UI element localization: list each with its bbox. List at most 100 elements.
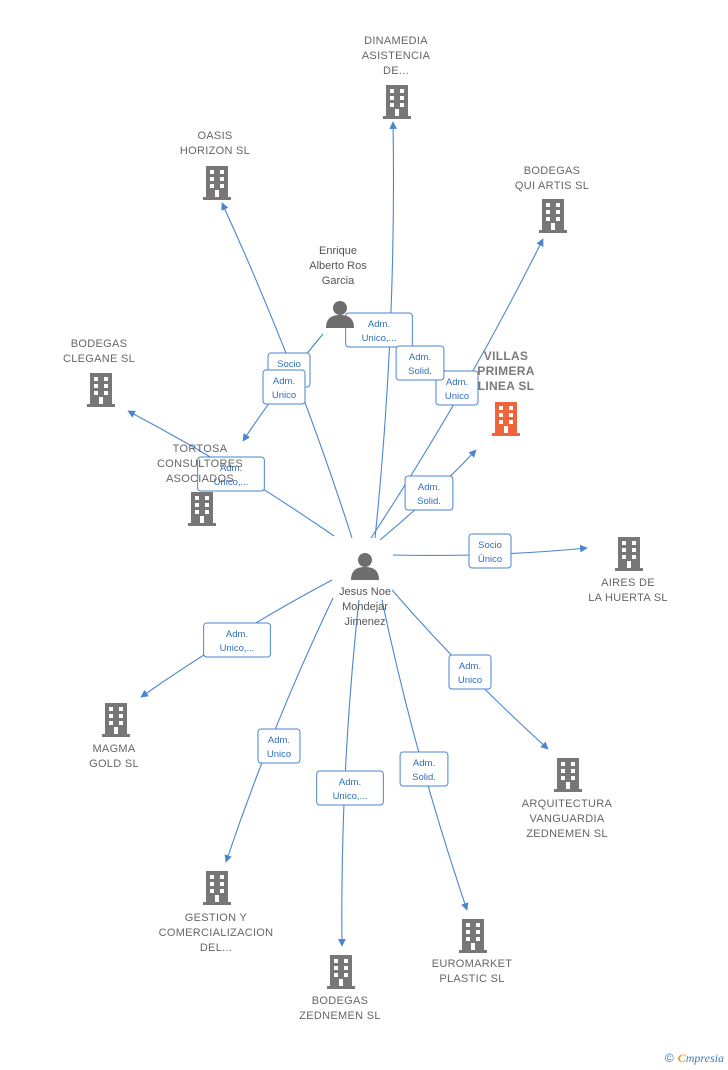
relation-badge-text: Adm.	[418, 482, 440, 493]
building-icon[interactable]	[459, 919, 487, 953]
building-icon[interactable]	[203, 166, 231, 200]
node-label-line: HORIZON SL	[180, 145, 250, 157]
building-icon[interactable]	[327, 955, 355, 989]
node-label-line: Jesus Noe	[339, 586, 391, 598]
building-icon[interactable]	[87, 373, 115, 407]
relation-badge[interactable]: Adm. Solid.	[395, 345, 445, 381]
relation-badge-text: Socio	[277, 359, 301, 370]
node-label-line: DINAMEDIA	[364, 35, 428, 47]
relation-badge-text: Solid.	[408, 366, 432, 377]
node-label-line: DE...	[383, 65, 409, 77]
brand-footer[interactable]: ©Cmpresia	[665, 1051, 724, 1066]
relation-badge-text: Socio	[478, 540, 502, 551]
building-icon[interactable]	[383, 85, 411, 119]
relation-badge-box[interactable]	[399, 751, 449, 787]
node-label-line: Mondejar	[342, 601, 388, 613]
company-node-dinamedia[interactable]: DINAMEDIAASISTENCIADE...	[362, 35, 431, 119]
relation-badge-text: Adm.	[368, 319, 390, 330]
building-icon[interactable]	[539, 199, 567, 233]
relation-badge[interactable]: Adm. Unico	[257, 728, 301, 764]
relation-badge[interactable]: Adm.Solid.	[404, 475, 454, 511]
relation-badge-box[interactable]	[395, 345, 445, 381]
node-label-line: DEL...	[200, 942, 232, 954]
relation-badge-text: Adm.	[220, 463, 242, 474]
building-icon[interactable]	[203, 871, 231, 905]
relation-badge[interactable]: Adm.Unico	[435, 370, 479, 406]
node-label-line: Jimenez	[345, 616, 386, 628]
building-icon[interactable]	[188, 492, 216, 526]
relation-badge[interactable]: Adm.Unico,...	[203, 622, 271, 658]
building-icon[interactable]	[615, 537, 643, 571]
node-label-line: ZEDNEMEN SL	[526, 828, 608, 840]
node-label-line: ARQUITECTURA	[522, 798, 613, 810]
edge-jesus-to-gestion	[224, 597, 334, 863]
relation-badge[interactable]: Adm. Unico,...	[316, 770, 384, 806]
node-label-line: LA HUERTA SL	[588, 592, 668, 604]
node-label-line: Enrique	[319, 245, 357, 257]
brand-logo-text: mpresia	[685, 1051, 724, 1065]
relation-badge-text: Adm.	[273, 376, 295, 387]
relation-badge-text: Unico	[458, 675, 482, 686]
relation-badge-box[interactable]	[435, 370, 479, 406]
node-label-line: BODEGAS	[524, 165, 581, 177]
node-label-line: PLASTIC SL	[439, 973, 504, 985]
relation-badge-text: Solid.	[412, 772, 436, 783]
relation-badge[interactable]: Adm.Unico	[262, 369, 306, 405]
relation-badge-box[interactable]	[203, 622, 271, 658]
relation-badge-text: Adm.	[268, 735, 290, 746]
brand-logo-initial: C	[677, 1051, 686, 1065]
node-label-line: TORTOSA	[173, 443, 228, 455]
node-label-line: CLEGANE SL	[63, 353, 135, 365]
relation-badge-text: Unico,...	[333, 791, 368, 802]
relation-badge-text: Unico	[445, 391, 469, 402]
relation-badge-box[interactable]	[316, 770, 384, 806]
company-node-arq[interactable]: ARQUITECTURA VANGUARDIA ZEDNEMEN SL	[522, 758, 613, 840]
node-label-line: VILLAS	[484, 349, 528, 363]
badges-layer: Adm.Unico,...SocioÚnicoAdm.UnicoAdm.Soli…	[197, 312, 512, 806]
relation-badge-text: Unico,...	[220, 643, 255, 654]
relation-badge-box[interactable]	[345, 312, 413, 348]
company-node-euro[interactable]: EUROMARKET PLASTIC SL	[432, 919, 513, 985]
edges-layer	[127, 121, 588, 947]
relation-badge[interactable]: Adm.Unico,...	[197, 456, 265, 492]
relation-badge-text: Adm.	[413, 758, 435, 769]
person-icon[interactable]	[351, 553, 379, 580]
relation-badge-box[interactable]	[404, 475, 454, 511]
relation-badge[interactable]: Adm.Unico	[448, 654, 492, 690]
node-label-line: COMERCIALIZACION	[159, 927, 274, 939]
building-icon[interactable]	[102, 703, 130, 737]
node-label-line: GESTION Y	[185, 912, 248, 924]
company-node-gestion[interactable]: GESTION Y COMERCIALIZACION DEL...	[159, 871, 274, 954]
relation-badge-box[interactable]	[197, 456, 265, 492]
node-label-line: GOLD SL	[89, 758, 139, 770]
node-label-line: ZEDNEMEN SL	[299, 1010, 381, 1022]
node-label-line: PRIMERA	[477, 364, 534, 378]
building-icon[interactable]	[554, 758, 582, 792]
relation-badge-text: Adm.	[409, 352, 431, 363]
node-label-line: ASOCIADOS	[166, 473, 234, 485]
relation-badge-box[interactable]	[468, 533, 512, 569]
node-label-line: EUROMARKET	[432, 958, 513, 970]
relation-badge-box[interactable]	[257, 728, 301, 764]
relation-badge-text: Unico	[267, 749, 291, 760]
relation-badge-text: Único	[478, 554, 502, 565]
relation-badge-box[interactable]	[448, 654, 492, 690]
building-icon[interactable]	[492, 402, 520, 436]
node-label-line: VANGUARDIA	[530, 813, 605, 825]
relation-badge-box[interactable]	[262, 369, 306, 405]
node-label-line: Alberto Ros	[309, 260, 367, 272]
relation-badge[interactable]: Adm.Unico,...	[345, 312, 413, 348]
relation-badge-text: Adm.	[339, 777, 361, 788]
relation-badge[interactable]: Adm. Solid.	[399, 751, 449, 787]
